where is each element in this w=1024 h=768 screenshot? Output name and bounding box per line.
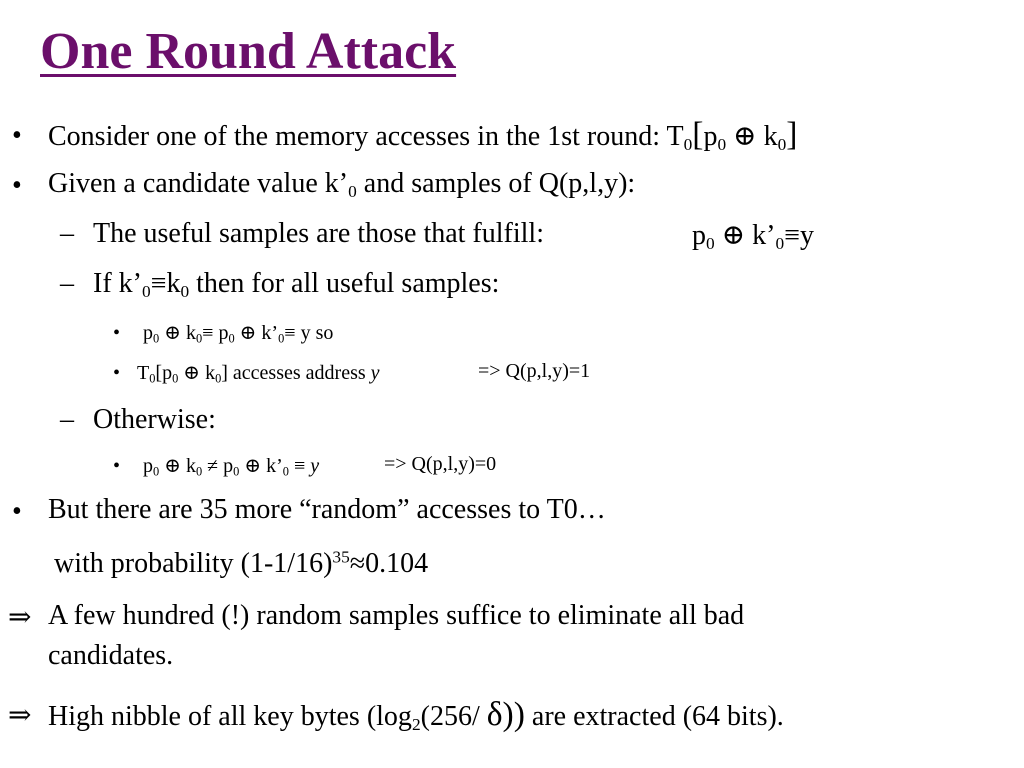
dash-marker: – bbox=[60, 404, 74, 435]
sub-result-q-equals-1: => Q(p,l,y)=1 bbox=[478, 360, 591, 382]
useful-sample-condition: p0 ⊕ k’0≡y bbox=[692, 220, 814, 253]
bullet-marker: • bbox=[12, 120, 22, 151]
implies-marker: ⇒ bbox=[8, 700, 32, 731]
page-title: One Round Attack bbox=[40, 23, 457, 80]
dash-useful-samples: The useful samples are those that fulfil… bbox=[93, 218, 544, 249]
dash-otherwise: Otherwise: bbox=[93, 404, 216, 435]
sub-result-q-equals-0: => Q(p,l,y)=0 bbox=[384, 453, 497, 475]
bullet-candidate-value: Given a candidate value k’0 and samples … bbox=[48, 168, 636, 201]
dash-marker: – bbox=[60, 268, 74, 299]
sub-bullet-marker: • bbox=[113, 455, 121, 477]
bullet-consider-memory-access: Consider one of the memory accesses in t… bbox=[48, 116, 798, 154]
sub-bullet-marker: • bbox=[113, 322, 121, 344]
implication-random-samples-line2: candidates. bbox=[48, 640, 174, 671]
sub-bullet-marker: • bbox=[113, 362, 121, 384]
dash-if-k-equals: If k’0≡k0 then for all useful samples: bbox=[93, 268, 500, 301]
bullet-random-accesses: But there are 35 more “random” accesses … bbox=[48, 494, 606, 525]
probability-line: with probability (1-1/16)35≈0.104 bbox=[54, 547, 429, 579]
bullet-marker: • bbox=[12, 496, 22, 527]
implies-marker: ⇒ bbox=[8, 602, 32, 633]
sub-equation-so: p0 ⊕ k0≡ p0 ⊕ k’0≡ y so bbox=[143, 322, 334, 346]
dash-marker: – bbox=[60, 218, 74, 249]
implication-high-nibble: High nibble of all key bytes (log2(256/ … bbox=[48, 696, 784, 734]
sub-equation-not-equal: p0 ⊕ k0 ≠ p0 ⊕ k’0 ≡ y bbox=[143, 455, 320, 479]
bullet-marker: • bbox=[12, 170, 22, 201]
sub-accesses-address: T0[p0 ⊕ k0] accesses address y bbox=[137, 362, 380, 386]
implication-random-samples-line1: A few hundred (!) random samples suffice… bbox=[48, 600, 745, 631]
